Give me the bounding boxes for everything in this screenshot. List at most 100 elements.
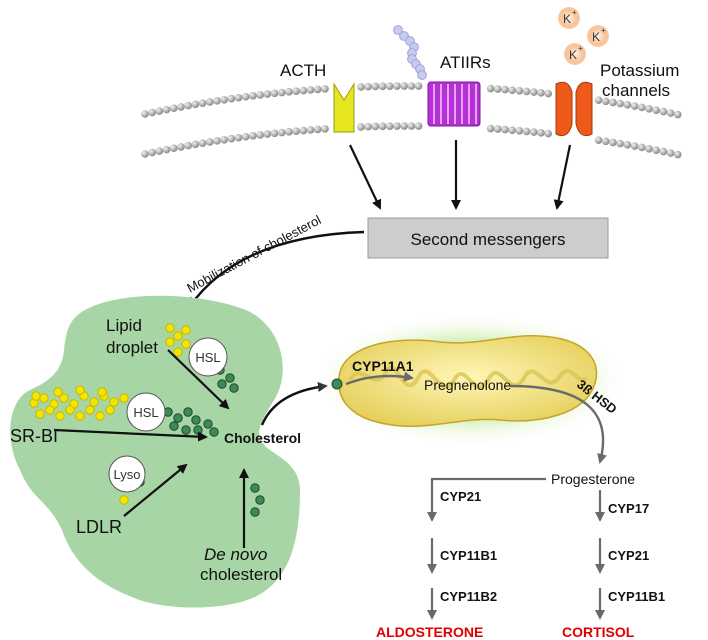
lipid-dot [173,347,183,357]
membrane-lipid [515,86,524,95]
second-messengers-label: Second messengers [411,230,566,249]
membrane-lipid [378,122,387,131]
membrane-lipid [616,139,624,148]
lipid-dot [109,397,119,407]
k-ion-charge: + [578,44,583,53]
acth-receptor [333,82,355,133]
lipid-dot [75,411,85,421]
lipid-droplet-label-line2: droplet [106,338,158,357]
lipid-dot [55,411,65,421]
membrane-lipid [400,82,409,90]
membrane-lipid [249,132,257,140]
membrane-lipid [407,122,416,130]
angiotensin-bead [393,25,403,35]
membrane-lipid [364,82,373,91]
membrane-lipid [198,139,207,147]
membrane-lipid [162,145,171,154]
membrane-lipid [256,91,265,99]
membrane-lipid [184,141,192,150]
membrane-lipid [141,150,149,158]
membrane-lipid [170,144,178,153]
cholesterol-dot [183,407,193,417]
lipid-dot [119,393,129,403]
lipid-dot [165,323,175,333]
membrane-lipid [249,92,257,100]
cortisol-label: CORTISOL [562,624,635,640]
membrane-lipid [321,85,329,93]
hsl-label: HSL [195,350,220,365]
k-ion: K + [558,7,580,29]
cholesterol-dot [229,383,239,393]
lipid-droplet-label-line1: Lipid [106,316,142,335]
cholesterol-dot [217,379,227,389]
enzyme-right-1: CYP17 [608,501,649,516]
membrane-lipid [299,86,308,95]
membrane-lipid [242,92,250,101]
lipid-dot [181,325,191,335]
lipid-dot [165,337,175,347]
membrane-lipid [220,95,228,104]
cholesterol-dot [181,425,191,435]
membrane-lipid [530,128,538,136]
membrane-lipid [206,98,214,106]
cholesterol-dot [250,483,260,493]
srbi-label: SR-BI [10,426,58,446]
progesterone-left-arrow [427,477,546,522]
second-messengers-box: Second messengers [367,217,609,259]
membrane-lipid [602,97,610,106]
membrane-lipid [234,133,243,142]
membrane-lipid [177,103,185,111]
lipid-dots [29,323,265,517]
membrane-lipid [645,144,653,153]
membrane-lipid [630,142,639,150]
membrane-lipid [270,89,279,98]
membrane-lipid [623,141,632,149]
membrane-lipid [652,106,660,114]
cholesterol-molecule [331,378,343,390]
lipid-dot [89,397,99,407]
potassium-arrow [553,144,572,210]
membrane-lipid [278,128,286,137]
membrane-lipid [299,126,308,135]
mitochondrion [310,312,630,448]
lipid-dot [85,405,95,415]
aldosterone-label: ALDOSTERONE [376,624,483,640]
membrane-lipid [170,104,178,113]
membrane-lipid [674,110,682,119]
cholesterol-dot [191,415,201,425]
enzyme-left-1: CYP21 [440,489,481,504]
membrane-lipid [371,82,380,91]
srbi-arrow [53,428,208,442]
cholesterol-dot [225,373,235,383]
membrane-lipid [220,135,228,144]
k-ion: K + [587,25,609,47]
membrane-lipid [666,109,675,117]
enzyme-left-3: CYP11B2 [440,589,497,604]
membrane-lipid [537,89,545,97]
lipid-dot [173,331,183,341]
atiir-receptor [427,81,481,127]
hsd-arrow [509,384,607,464]
cholesterol-dot [173,413,183,423]
membrane-lipid [537,129,545,137]
de-novo-label-line2: cholesterol [200,565,282,584]
lipid-dot [65,405,75,415]
membrane-lipid [522,127,531,136]
enzyme-right-3: CYP11B1 [608,589,665,604]
membrane-lipid [386,122,394,130]
membrane-lipid [177,143,185,151]
lipid-dot [31,391,41,401]
k-ion-symbol: K [592,30,600,44]
potassium-channel [555,81,593,137]
membrane-lipid [141,110,149,118]
cyp11a1-arrow [345,371,414,386]
k-ion-charge: + [601,26,606,35]
lipid-dot [35,409,45,419]
membrane-lipid [393,82,401,90]
lyso-label: Lyso [114,467,141,482]
membrane-lipid [609,98,617,107]
membrane-lipid [609,138,617,147]
membrane-lipid [652,146,660,154]
progesterone-label: Progesterone [551,471,635,487]
